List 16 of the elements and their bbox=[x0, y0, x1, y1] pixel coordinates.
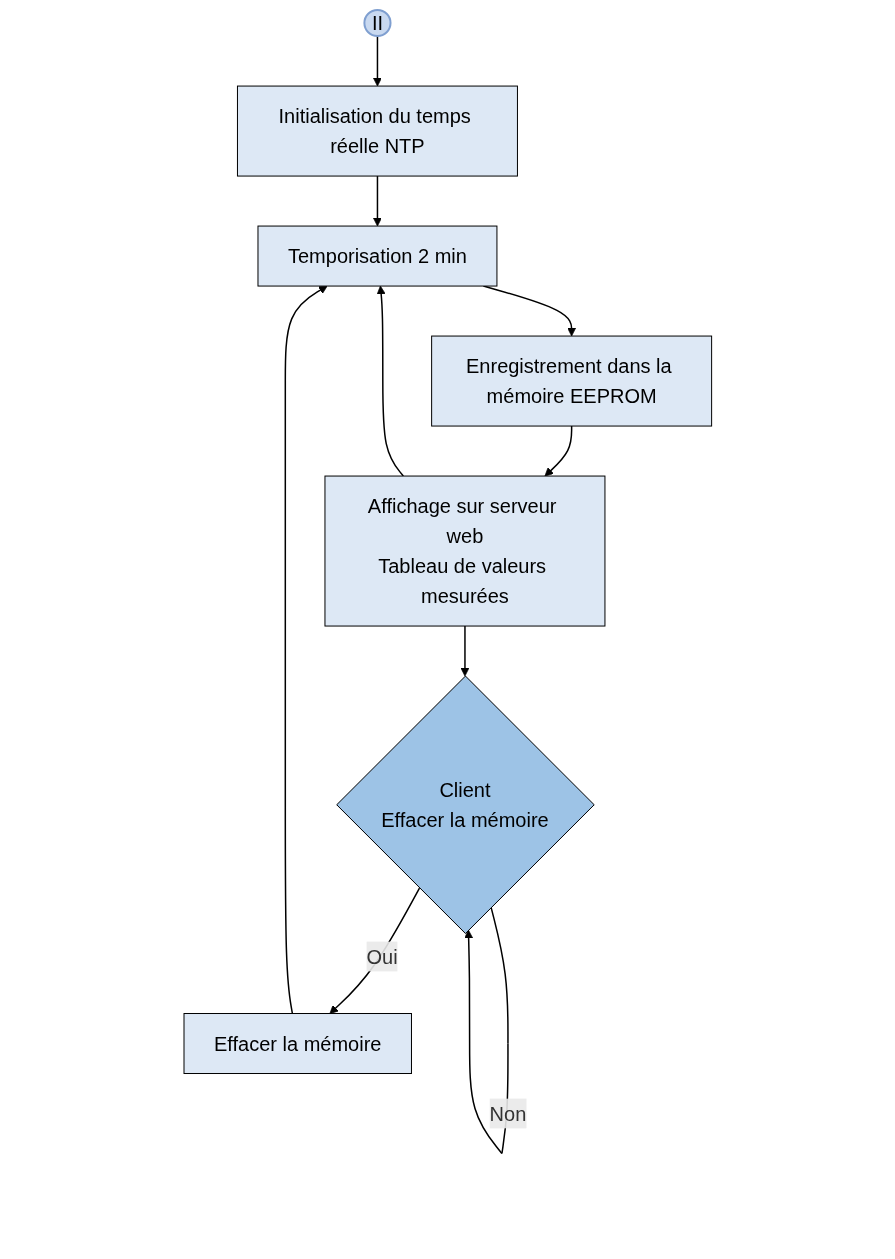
node-diamond: Client Effacer la mémoire bbox=[335, 675, 595, 934]
arrow bbox=[284, 285, 328, 1015]
arrow bbox=[544, 425, 573, 477]
edge-label: Oui bbox=[366, 945, 398, 968]
node-box: Effacer la mémoire bbox=[183, 1013, 412, 1074]
arrow bbox=[329, 887, 420, 1014]
arrow bbox=[372, 35, 382, 87]
edge-label: Non bbox=[489, 1102, 526, 1125]
node-box: Temporisation 2 min bbox=[257, 225, 498, 287]
arrow bbox=[460, 625, 470, 677]
node-box: Initialisation du temps réelle NTP bbox=[236, 85, 518, 177]
node-box: Enregistrement dans la mémoire EEPROM bbox=[430, 335, 712, 427]
node-box: Affichage sur serveur web Tableau de valeurs mesurées bbox=[324, 475, 606, 627]
arrow bbox=[372, 175, 382, 227]
arrow bbox=[376, 285, 404, 477]
node-circle: II bbox=[363, 8, 392, 38]
